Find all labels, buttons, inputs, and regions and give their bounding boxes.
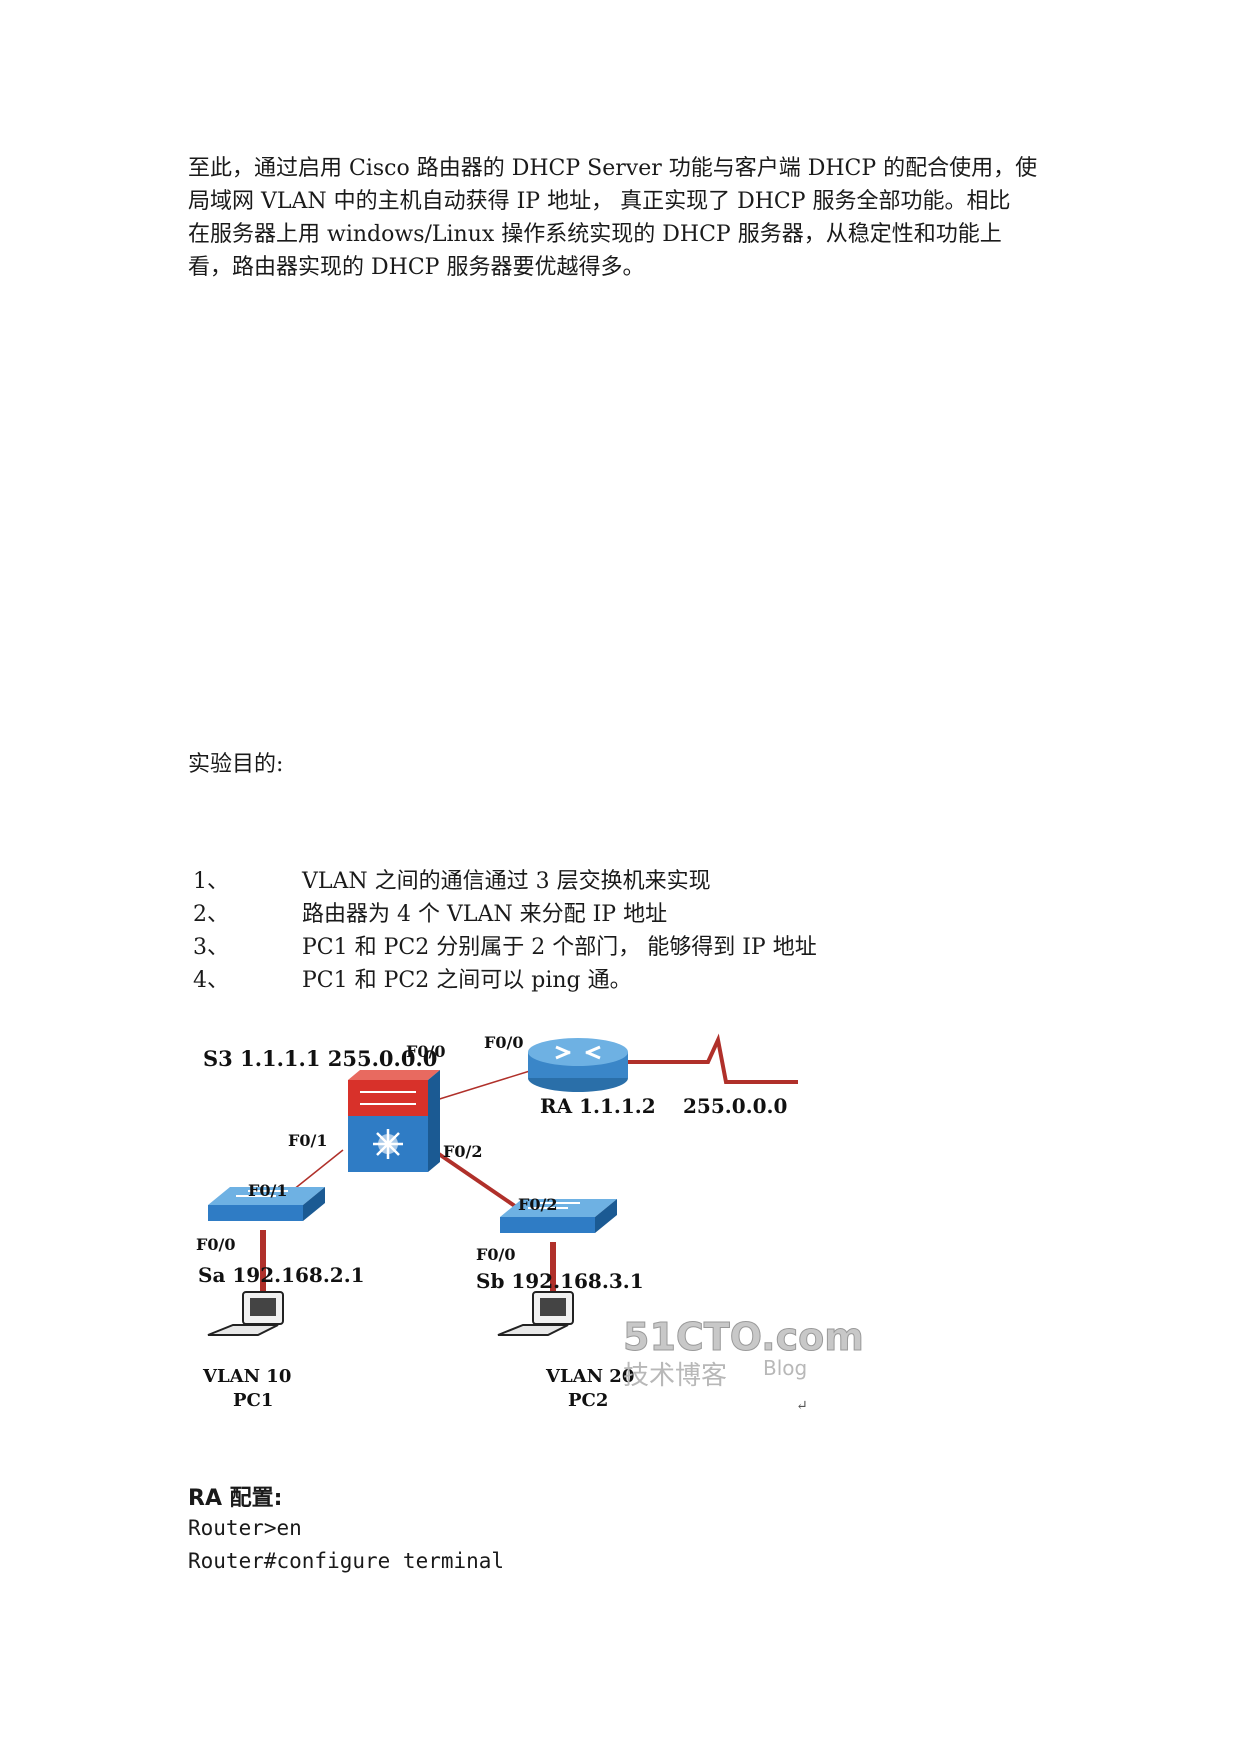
command-line: Router>en bbox=[188, 1516, 302, 1540]
intro-line: 局域网 VLAN 中的主机自动获得 IP 地址， 真正实现了 DHCP 服务全部… bbox=[188, 189, 1011, 214]
objectives-heading: 实验目的: bbox=[188, 752, 284, 777]
sb-port-label: F0/2 bbox=[518, 1195, 557, 1214]
item-text: 路由器为 4 个 VLAN 来分配 IP 地址 bbox=[302, 902, 668, 927]
computer-icon bbox=[207, 1291, 284, 1336]
switch-icon bbox=[208, 1187, 325, 1221]
switch-icon bbox=[500, 1199, 617, 1233]
item-number: 3、 bbox=[193, 935, 229, 960]
pc1-name-label: PC1 bbox=[233, 1390, 273, 1411]
item-text: PC1 和 PC2 分别属于 2 个部门， 能够得到 IP 地址 bbox=[302, 935, 817, 960]
pc2-name-label: PC2 bbox=[568, 1390, 608, 1411]
network-diagram: S3 1.1.1.1 255.0.0.0 F0/0 F0/0 RA 1.1.1.… bbox=[188, 1020, 864, 1455]
objectives-list: 1、 VLAN 之间的通信通过 3 层交换机来实现 2、 路由器为 4 个 VLAN… bbox=[193, 865, 817, 997]
sb-port-label: F0/0 bbox=[476, 1245, 515, 1264]
item-text: VLAN 之间的通信通过 3 层交换机来实现 bbox=[302, 869, 711, 894]
list-item: 4、 PC1 和 PC2 之间可以 ping 通。 bbox=[193, 964, 817, 997]
ra-label: RA 1.1.1.2 bbox=[540, 1094, 656, 1118]
config-title: RA 配置: bbox=[188, 1486, 283, 1511]
item-text: PC1 和 PC2 之间可以 ping 通。 bbox=[302, 968, 632, 993]
s3-label: S3 1.1.1.1 255.0.0.0 bbox=[203, 1046, 437, 1071]
link-s3-sb bbox=[431, 1148, 530, 1217]
intro-line: 看，路由器实现的 DHCP 服务器要优越得多。 bbox=[188, 255, 645, 280]
pc1-vlan-label: VLAN 10 bbox=[202, 1366, 291, 1387]
watermark-logo: 51CTO.com bbox=[623, 1315, 864, 1359]
sa-label: Sa 192.168.2.1 bbox=[198, 1263, 365, 1287]
ra-port-label: F0/0 bbox=[484, 1033, 523, 1052]
s3-port-label: F0/2 bbox=[443, 1142, 482, 1161]
list-item: 3、 PC1 和 PC2 分别属于 2 个部门， 能够得到 IP 地址 bbox=[193, 931, 817, 964]
item-number: 4、 bbox=[193, 968, 229, 993]
item-number: 1、 bbox=[193, 869, 229, 894]
list-item: 1、 VLAN 之间的通信通过 3 层交换机来实现 bbox=[193, 865, 817, 898]
router-icon bbox=[528, 1038, 628, 1092]
intro-line: 在服务器上用 windows/Linux 操作系统实现的 DHCP 服务器，从稳… bbox=[188, 222, 1002, 247]
command-line: Router#configure terminal bbox=[188, 1549, 505, 1573]
return-mark-icon: ↵ bbox=[796, 1398, 808, 1414]
topology-svg: S3 1.1.1.1 255.0.0.0 F0/0 F0/0 RA 1.1.1.… bbox=[196, 1033, 864, 1414]
watermark-blog: Blog bbox=[763, 1356, 807, 1380]
watermark-subtitle: 技术博客 bbox=[623, 1361, 727, 1391]
ra-mask-label: 255.0.0.0 bbox=[683, 1094, 787, 1118]
computer-icon bbox=[497, 1291, 574, 1336]
s3-port-label: F0/0 bbox=[406, 1042, 445, 1061]
intro-line: 至此，通过启用 Cisco 路由器的 DHCP Server 功能与客户端 DH… bbox=[188, 156, 1038, 181]
link-ra-wan bbox=[628, 1033, 798, 1084]
l3-switch-icon bbox=[348, 1070, 440, 1172]
sa-port-label: F0/1 bbox=[248, 1181, 287, 1200]
pc2-vlan-label: VLAN 20 bbox=[545, 1366, 634, 1387]
s3-port-label: F0/1 bbox=[288, 1131, 327, 1150]
sa-port-label: F0/0 bbox=[196, 1235, 235, 1254]
config-commands: Router>en Router#configure terminal bbox=[188, 1512, 504, 1578]
item-number: 2、 bbox=[193, 902, 229, 927]
list-item: 2、 路由器为 4 个 VLAN 来分配 IP 地址 bbox=[193, 898, 817, 931]
sb-label: Sb 192.168.3.1 bbox=[476, 1269, 644, 1293]
